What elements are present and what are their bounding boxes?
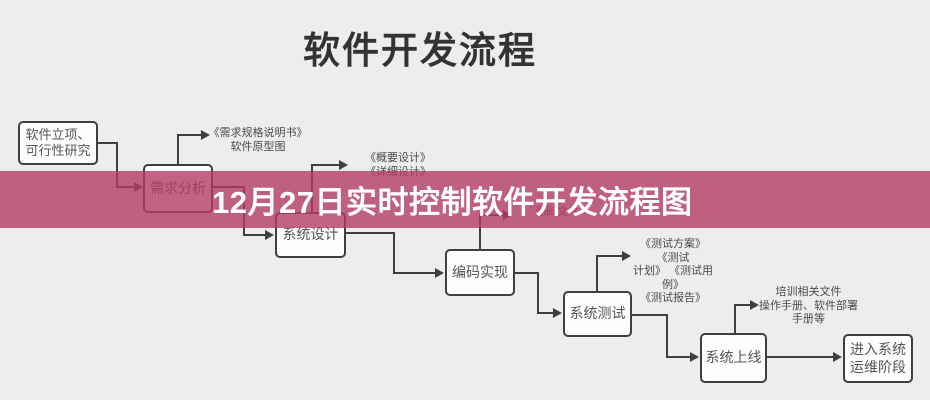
arrowhead-icon: [265, 230, 274, 240]
arrowhead-icon: [622, 251, 631, 261]
connector-segment: [734, 304, 752, 306]
page-title: 软件开发流程: [303, 30, 537, 71]
arrowhead-icon: [435, 268, 444, 278]
flow-node-system-testing: 系统测试: [563, 291, 632, 337]
connector-segment: [596, 256, 598, 291]
connector-segment: [393, 232, 395, 274]
flow-node-system-launch: 系统上线: [700, 333, 767, 383]
connector-segment: [537, 312, 555, 314]
connector-segment: [393, 272, 437, 274]
connector-segment: [177, 134, 179, 164]
connector-segment: [537, 272, 539, 314]
annotation-test-docs: 《测试方案》 《测试 计划》 《测试用例》 《测试报告》: [632, 238, 714, 304]
connector-segment: [767, 356, 835, 358]
connector-segment: [666, 314, 668, 358]
overlay-banner-title: 12月27日实时控制软件开发流程图: [212, 185, 693, 220]
connector-segment: [666, 356, 692, 358]
connector-segment: [515, 272, 539, 274]
connector-segment: [311, 164, 341, 166]
connector-segment: [116, 142, 118, 188]
flow-node-project-initiation: 软件立项、 可行性研究: [18, 121, 98, 165]
connector-segment: [632, 314, 668, 316]
flow-node-label: 编码实现: [452, 263, 508, 280]
arrowhead-icon: [553, 308, 562, 318]
connector-segment: [98, 142, 118, 144]
arrowhead-icon: [750, 300, 759, 310]
flow-node-label: 系统测试: [569, 305, 626, 322]
annotation-training-docs: 培训相关文件 操作手册、软件部署 手册等: [759, 286, 858, 325]
arrowhead-icon: [833, 352, 842, 362]
flow-node-coding: 编码实现: [445, 249, 515, 296]
annotation-requirements-docs: 《需求规格说明书》 软件原型图: [208, 127, 308, 153]
flow-node-label: 系统上线: [705, 349, 762, 366]
connector-segment: [346, 232, 395, 234]
connector-segment: [596, 255, 624, 257]
flow-node-label: 软件立项、 可行性研究: [25, 126, 91, 158]
connector-segment: [177, 134, 203, 136]
connector-segment: [243, 234, 267, 236]
overlay-banner: 12月27日实时控制软件开发流程图: [0, 171, 930, 228]
connector-segment: [734, 305, 736, 333]
flow-node-label: 系统设计: [282, 226, 339, 243]
flow-node-operations-phase: 进入系统 运维阶段: [843, 334, 913, 383]
connector-segment: [479, 214, 481, 249]
arrowhead-icon: [201, 130, 210, 140]
arrowhead-icon: [690, 352, 699, 362]
flow-node-label: 进入系统 运维阶段: [850, 341, 906, 375]
arrowhead-icon: [339, 160, 348, 170]
